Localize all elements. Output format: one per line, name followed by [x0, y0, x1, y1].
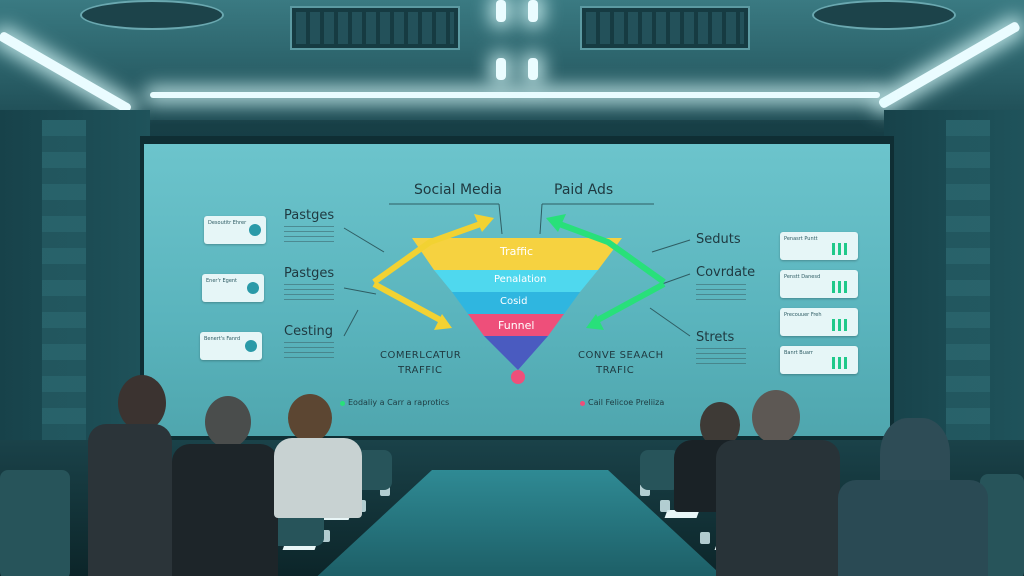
ceiling-light-front [150, 92, 880, 98]
left-text-block-1 [284, 226, 334, 242]
card-icon [245, 340, 257, 352]
bar-chart-icon [832, 281, 852, 293]
bar-chart-icon [832, 243, 852, 255]
left-text-block-3 [284, 342, 334, 358]
ceiling-fan-right [812, 0, 956, 30]
funnel-stage-2-label: Penalation [494, 274, 547, 285]
screen-label-social-media: Social Media [414, 182, 503, 198]
right-card-1-label: Penasrt Puntt [784, 236, 818, 242]
ceiling-light-center-b [528, 0, 538, 22]
left-card-1-label: Desoutitr Ehrer [208, 220, 247, 226]
wall-panel-left [42, 120, 86, 440]
card-icon [249, 224, 261, 236]
attendee-head [205, 396, 251, 448]
left-card-1: Desoutitr Ehrer [204, 216, 266, 244]
attendee-head [288, 394, 332, 442]
glass [700, 532, 710, 544]
legend-dot-red [580, 401, 585, 406]
funnel-graphic [372, 214, 666, 384]
right-text-block-1 [696, 284, 746, 300]
card-icon [247, 282, 259, 294]
ceiling-light-center-d [528, 58, 538, 80]
funnel-stage-3 [452, 292, 580, 314]
funnel-stage-tip [484, 336, 548, 370]
chair [640, 450, 680, 490]
glass [660, 500, 670, 512]
ceiling-fan-left [80, 0, 224, 30]
right-text-block-2 [696, 348, 746, 364]
left-card-2: Ener'r Egent [202, 274, 264, 302]
attendee-head [752, 390, 800, 444]
attendee-body [716, 440, 840, 576]
funnel-stage-4-label: Funnel [498, 319, 535, 332]
glass [380, 484, 390, 496]
left-card-2-label: Ener'r Egent [206, 278, 238, 284]
ceiling-light-center-a [496, 0, 506, 22]
right-card-1: Penasrt Puntt [780, 232, 858, 260]
attendee-head [118, 375, 166, 431]
attendee-body [838, 480, 988, 576]
arrow-yellow-lower [372, 281, 446, 325]
wall-panel-right [946, 120, 990, 440]
ceiling-vent-left [290, 6, 460, 50]
right-card-4-label: Banrt Buarr [784, 350, 813, 356]
left-label-1: Pastges [284, 208, 335, 223]
legend-dot-green [340, 401, 345, 406]
right-label-3: Strets [696, 330, 735, 345]
right-card-3: Precouuer Freh [780, 308, 858, 336]
bottom-right-line1: CONVE SEAACH [578, 350, 664, 361]
glass [640, 484, 650, 496]
ceiling-light-center-c [496, 58, 506, 80]
funnel-stage-1-label: Traffic [500, 245, 534, 258]
legend-left: Eodaliy a Carr a raprotics [348, 398, 450, 407]
funnel-stage-1 [412, 238, 622, 270]
chair [0, 470, 70, 576]
bottom-right-line2: TRAFIC [596, 365, 635, 376]
left-text-block-2 [284, 284, 334, 300]
right-label-2: Covrdate [696, 265, 756, 280]
arrow-green-lower [592, 281, 666, 325]
left-card-3: Benert's Fanrd [200, 332, 262, 360]
projection-screen: Social Media Paid Ads Traffic Penalation… [144, 144, 890, 436]
funnel-stage-3-label: Cosid [500, 296, 528, 307]
bottom-left-line2: TRAFFIC [398, 365, 443, 376]
arrow-yellow-upper [372, 219, 488, 285]
screen-label-paid-ads: Paid Ads [554, 182, 614, 198]
bottom-left-line1: COMERLCATUR [380, 350, 462, 361]
left-label-3: Cesting [284, 324, 334, 339]
screen-connector-lines [343, 203, 691, 337]
left-label-2: Pastges [284, 266, 335, 281]
bar-chart-icon [832, 319, 852, 331]
right-card-4: Banrt Buarr [780, 346, 858, 374]
funnel-stage-2 [434, 270, 598, 292]
bar-chart-icon [832, 357, 852, 369]
legend-right: Cail Felicoe Preliiza [588, 398, 665, 407]
funnel-stage-4 [468, 314, 564, 336]
funnel-drop [511, 370, 525, 384]
attendee-body [172, 444, 278, 576]
ceiling-vent-right [580, 6, 750, 50]
right-card-3-label: Precouuer Freh [784, 312, 822, 318]
arrow-green-upper [552, 219, 666, 285]
attendee-body [274, 438, 362, 518]
left-card-3-label: Benert's Fanrd [204, 336, 241, 342]
attendee-body [88, 424, 172, 576]
glass [320, 530, 330, 542]
right-label-1: Seduts [696, 232, 741, 247]
right-card-2: Penstt Danesd [780, 270, 858, 298]
right-card-2-label: Penstt Danesd [784, 274, 821, 280]
